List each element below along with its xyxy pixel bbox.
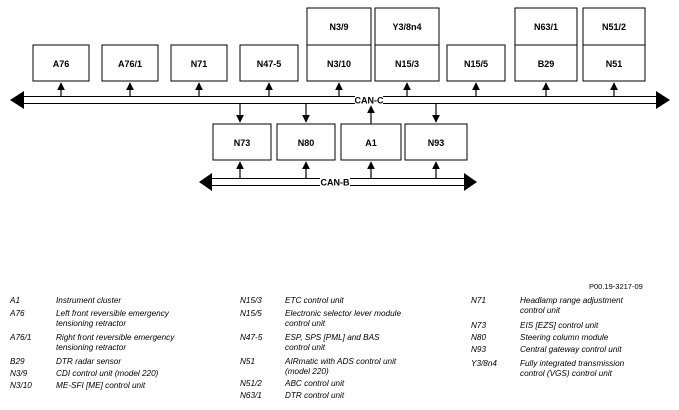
module-n15-3: N15/3	[374, 44, 440, 82]
svg-text:N3/10: N3/10	[327, 59, 351, 69]
module-y3-8n4: Y3/8n4	[374, 7, 440, 46]
svg-text:N47-5: N47-5	[257, 59, 282, 69]
module-n51-2: N51/2	[582, 7, 646, 46]
svg-text:N15/5: N15/5	[464, 59, 488, 69]
module-a76-1: A76/1	[101, 44, 159, 82]
svg-text:B29: B29	[538, 59, 555, 69]
module-a1: A1	[340, 123, 402, 161]
svg-text:A76/1: A76/1	[118, 59, 142, 69]
can-b-label: CAN-B	[321, 178, 350, 188]
module-a76: A76	[32, 44, 90, 82]
module-n80: N80	[276, 123, 336, 161]
svg-text:N93: N93	[428, 138, 445, 148]
module-n51: N51	[582, 44, 646, 82]
svg-text:A1: A1	[365, 138, 377, 148]
can-b-connectors	[236, 161, 440, 178]
svg-text:N80: N80	[298, 138, 315, 148]
svg-text:N3/9: N3/9	[329, 22, 348, 32]
can-c-to-lower-connectors	[236, 104, 440, 123]
module-n93: N93	[404, 123, 468, 161]
module-n63-1: N63/1	[514, 7, 578, 46]
module-n73: N73	[212, 123, 272, 161]
can-c-bus: CAN-C	[10, 91, 670, 109]
svg-text:N15/3: N15/3	[395, 59, 419, 69]
svg-text:N51: N51	[606, 59, 623, 69]
module-n3-9: N3/9	[306, 7, 372, 46]
module-b29: B29	[514, 44, 578, 82]
svg-text:A76: A76	[53, 59, 70, 69]
svg-text:N63/1: N63/1	[534, 22, 558, 32]
svg-text:N73: N73	[234, 138, 251, 148]
module-n15-5: N15/5	[446, 44, 506, 82]
module-n47-5: N47-5	[239, 44, 299, 82]
module-n71: N71	[170, 44, 228, 82]
svg-text:N51/2: N51/2	[602, 22, 626, 32]
svg-text:Y3/8n4: Y3/8n4	[392, 22, 421, 32]
module-n3-10: N3/10	[306, 44, 372, 82]
can-b-bus: CAN-B	[199, 173, 477, 191]
can-c-connectors	[57, 82, 618, 96]
figure-reference: P00.19-3217-09	[589, 282, 643, 291]
can-c-label: CAN-C	[355, 96, 384, 106]
can-bus-diagram: CAN-C CAN-B A76 A76/1 N71 N47-5 N3/9 N3/…	[10, 7, 670, 191]
svg-text:N71: N71	[191, 59, 208, 69]
